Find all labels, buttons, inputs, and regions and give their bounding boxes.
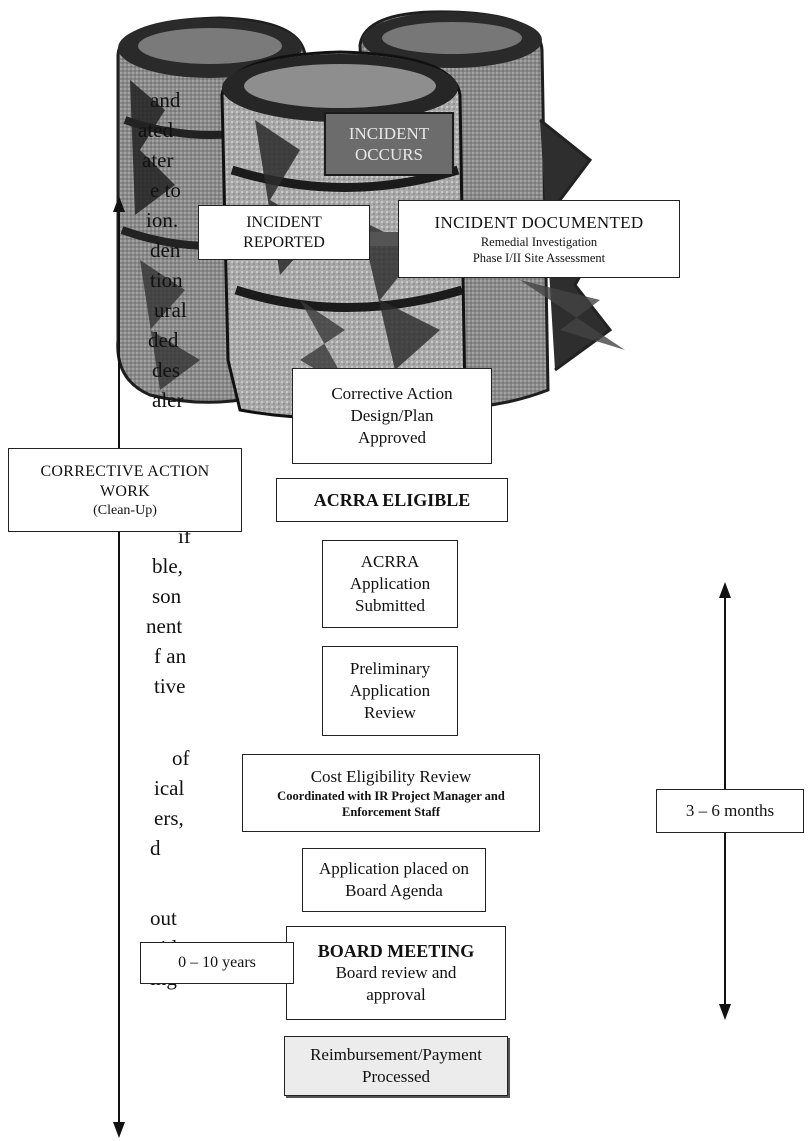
text-fragment: aler — [152, 388, 184, 412]
text-fragment: ated — [138, 118, 173, 142]
text-fragment: ded — [148, 328, 179, 352]
text-fragment: des — [152, 358, 180, 382]
corrective-action-work-box: CORRECTIVE ACTION WORK (Clean-Up) — [8, 448, 242, 532]
text-fragment: e to — [150, 178, 181, 202]
text-fragment: and — [150, 88, 181, 112]
text-fragment: ical — [154, 776, 185, 800]
preliminary-review-box: Preliminary Application Review — [322, 646, 458, 736]
board-agenda-box: Application placed on Board Agenda — [302, 848, 486, 912]
text-fragment: nent — [146, 614, 183, 638]
acrra-eligible-box: ACRRA ELIGIBLE — [276, 478, 508, 522]
duration-arrow-head-up — [719, 582, 731, 598]
connector-bar — [368, 232, 398, 246]
text-fragment: ater — [142, 148, 174, 172]
text-fragment: f an — [154, 644, 187, 668]
text-fragment: ers, — [154, 806, 184, 830]
reimbursement-box: Reimbursement/Payment Processed — [284, 1036, 508, 1096]
text-fragment: of — [172, 746, 190, 770]
timeline-arrow-head-down — [113, 1122, 125, 1138]
duration-0-10-years-box: 0 – 10 years — [140, 942, 294, 984]
incident-reported-box: INCIDENT REPORTED — [198, 205, 370, 260]
text-fragment: den — [150, 238, 181, 262]
incident-occurs-label: INCIDENT OCCURS — [324, 112, 454, 176]
incident-documented-box: INCIDENT DOCUMENTED Remedial Investigati… — [398, 200, 680, 278]
text-fragment: ion. — [146, 208, 179, 232]
timeline-arrow-head-up — [113, 196, 125, 212]
text-fragment: tive — [154, 674, 186, 698]
text-fragment: ble, — [152, 554, 183, 578]
text-fragment: son — [152, 584, 182, 608]
text-fragment: out — [150, 906, 177, 930]
cost-eligibility-box: Cost Eligibility Review Coordinated with… — [242, 754, 540, 832]
text-fragment: d — [150, 836, 161, 860]
text-fragment: ural — [154, 298, 187, 322]
corrective-action-design-box: Corrective Action Design/Plan Approved — [292, 368, 492, 464]
application-submitted-box: ACRRA Application Submitted — [322, 540, 458, 628]
duration-3-6-months-box: 3 – 6 months — [656, 789, 804, 833]
board-meeting-box: BOARD MEETING Board review and approval — [286, 926, 506, 1020]
text-fragment: tion — [150, 268, 183, 292]
duration-arrow-head-down — [719, 1004, 731, 1020]
